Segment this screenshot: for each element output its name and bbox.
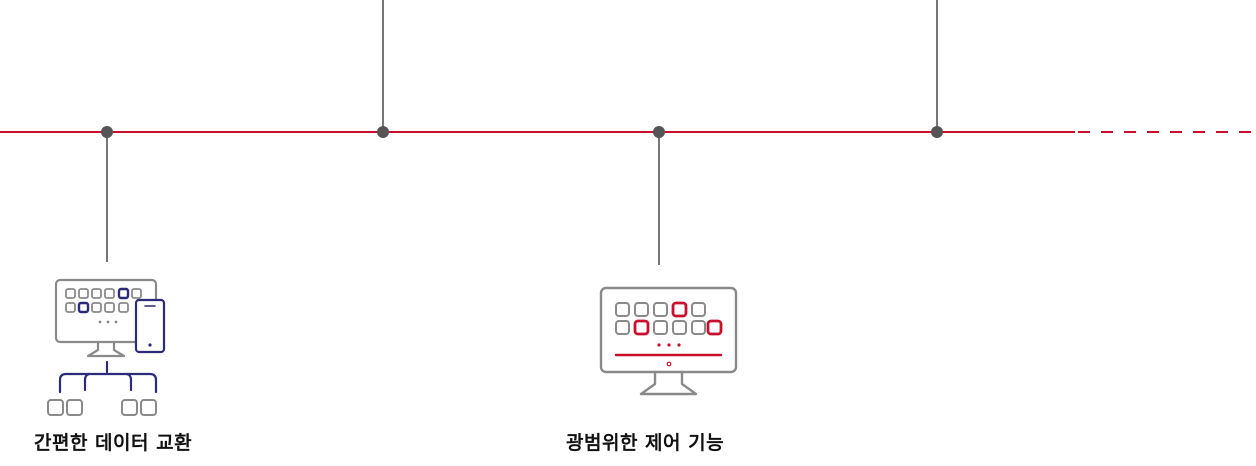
monitor-control-panel-icon — [599, 286, 738, 396]
timeline-node-1 — [101, 126, 113, 138]
timeline-node-4 — [931, 126, 943, 138]
timeline-node-3 — [653, 126, 665, 138]
feature-label-control: 광범위한 제어 기능 — [566, 432, 725, 454]
timeline-node-2 — [377, 126, 389, 138]
computer-tablet-network-icon — [47, 278, 166, 416]
feature-label-data-exchange: 간편한 데이터 교환 — [34, 432, 193, 454]
